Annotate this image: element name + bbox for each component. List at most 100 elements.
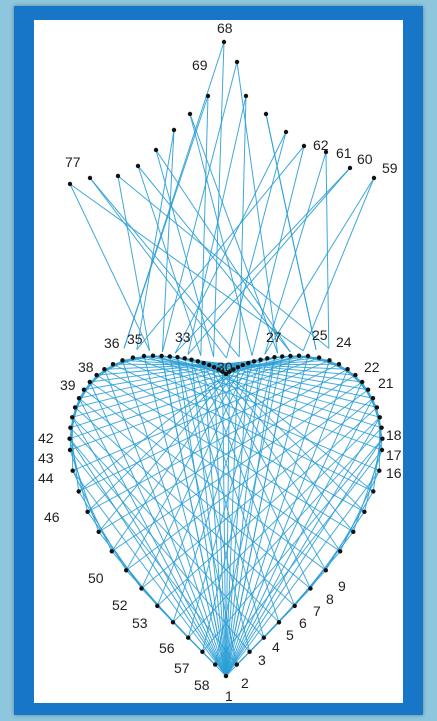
pin-label-39: 39	[60, 377, 76, 393]
pin-point	[207, 363, 211, 367]
pin-point	[317, 355, 321, 359]
pin-point	[246, 361, 250, 365]
pin-label-16: 16	[386, 465, 402, 481]
string-art-heart-diagram: 68 69 77 62 61 60 59 36 35 33 27 25 24 3…	[34, 20, 403, 703]
pin-point	[351, 530, 355, 534]
pin-label-24: 24	[336, 334, 352, 350]
pin-label-35: 35	[127, 331, 143, 347]
pin-label-9: 9	[338, 578, 346, 594]
pin-point	[206, 94, 210, 98]
pin-point	[244, 94, 248, 98]
pin-point	[252, 359, 256, 363]
pin-point	[202, 361, 206, 365]
pin-point	[236, 365, 240, 369]
pin-point	[200, 650, 204, 654]
pin-point	[224, 674, 228, 678]
thread-line	[70, 450, 99, 532]
thread-line	[266, 114, 316, 350]
pin-point	[77, 396, 81, 400]
pin-label-46: 46	[44, 509, 60, 525]
pin-label-42: 42	[38, 430, 54, 446]
pin-point	[155, 604, 159, 608]
pin-label-61: 61	[336, 145, 352, 161]
pin-point	[151, 354, 155, 358]
string-art-canvas: 68 69 77 62 61 60 59 36 35 33 27 25 24 3…	[34, 20, 403, 703]
pin-point	[375, 405, 379, 409]
pin-label-62: 62	[313, 137, 329, 153]
pin-point	[68, 448, 72, 452]
pin-point	[102, 367, 106, 371]
pin-point	[284, 130, 288, 134]
pin-point	[371, 396, 375, 400]
thread-line	[70, 184, 150, 351]
pin-label-56: 56	[159, 640, 175, 656]
pin-label-7: 7	[313, 603, 321, 619]
pin-label-52: 52	[112, 597, 128, 613]
pin-point	[77, 489, 81, 493]
pin-point	[277, 620, 281, 624]
pin-label-69: 69	[192, 57, 208, 73]
pin-point	[120, 358, 124, 362]
pin-point	[171, 620, 175, 624]
pin-point	[348, 166, 352, 170]
pin-point	[68, 426, 72, 430]
thread-line	[353, 450, 382, 532]
pin-number-labels: 68 69 77 62 61 60 59 36 35 33 27 25 24 3…	[38, 20, 402, 703]
pin-point	[247, 650, 251, 654]
pin-label-8: 8	[326, 591, 334, 607]
pin-point	[94, 373, 98, 377]
pin-point	[324, 568, 328, 572]
pin-label-6: 6	[299, 615, 307, 631]
pin-point	[73, 405, 77, 409]
pin-point	[371, 489, 375, 493]
pin-point	[308, 586, 312, 590]
pin-label-1: 1	[225, 688, 233, 703]
pin-point	[378, 415, 382, 419]
pin-label-30: 30	[217, 359, 233, 375]
pin-point	[302, 144, 306, 148]
pin-point	[293, 604, 297, 608]
pin-point	[116, 174, 120, 178]
pin-label-17: 17	[386, 447, 402, 463]
pin-point	[241, 363, 245, 367]
pin-point	[196, 359, 200, 363]
pin-point	[235, 662, 239, 666]
thread-line	[70, 184, 303, 351]
pin-point	[85, 510, 89, 514]
pin-point	[377, 469, 381, 473]
pin-point	[337, 362, 341, 366]
thread-line	[73, 471, 112, 552]
pin-point	[262, 636, 266, 640]
pin-point	[258, 358, 262, 362]
thread-line	[192, 360, 280, 623]
pin-point	[110, 549, 114, 553]
pin-label-33: 33	[175, 329, 191, 345]
thread-line	[156, 150, 290, 352]
pin-point	[380, 448, 384, 452]
pin-point	[345, 367, 349, 371]
pin-label-68: 68	[217, 20, 233, 36]
picture-frame: 68 69 77 62 61 60 59 36 35 33 27 25 24 3…	[14, 6, 423, 715]
pin-label-22: 22	[364, 359, 380, 375]
thread-line	[226, 382, 362, 676]
pin-point	[353, 373, 357, 377]
pin-point	[288, 354, 292, 358]
pin-point	[212, 365, 216, 369]
pin-point	[213, 662, 217, 666]
pin-label-27: 27	[266, 329, 282, 345]
pin-point	[189, 358, 193, 362]
pin-label-18: 18	[386, 427, 402, 443]
pin-point	[68, 182, 72, 186]
pin-point	[222, 40, 226, 44]
thread-line	[303, 178, 374, 351]
pin-label-59: 59	[382, 160, 398, 176]
pin-label-60: 60	[357, 151, 373, 167]
pin-point	[139, 586, 143, 590]
thread-line	[173, 360, 261, 623]
pin-point	[142, 354, 146, 358]
pin-point	[297, 354, 301, 358]
pin-point	[379, 426, 383, 430]
pin-point	[159, 354, 163, 358]
pin-point	[264, 112, 268, 116]
pin-label-53: 53	[132, 615, 148, 631]
